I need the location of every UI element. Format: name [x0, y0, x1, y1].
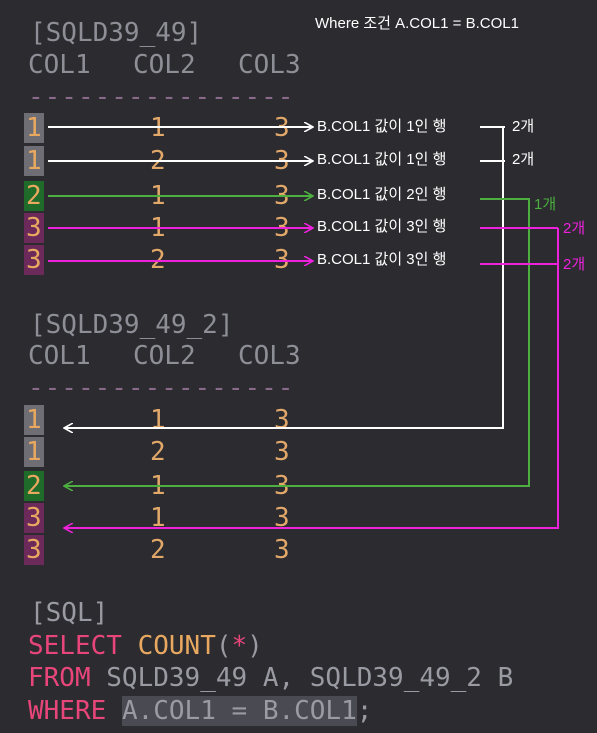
match-count: 2개 — [512, 151, 535, 168]
row-col3: 3 — [274, 503, 290, 533]
sql-paren: ) — [247, 631, 263, 661]
sql-tables: SQLD39_49 A, SQLD39_49_2 B — [106, 663, 514, 693]
match-count: 2개 — [563, 220, 586, 237]
row-key-badge: 3 — [24, 535, 44, 565]
match-count: 2개 — [563, 256, 586, 273]
row-col3: 3 — [274, 535, 290, 565]
table1-header-col1: COL1 — [28, 50, 91, 80]
match-annotation: B.COL1 값이 1인 행 — [317, 151, 447, 168]
match-count: 2개 — [512, 118, 535, 135]
table2-name: [SQLD39_49_2] — [30, 310, 234, 340]
row-col3: 3 — [274, 437, 290, 467]
row-key-badge: 3 — [24, 245, 44, 275]
row-key-badge: 2 — [24, 181, 44, 211]
row-col2: 2 — [150, 437, 166, 467]
table1-name: [SQLD39_49] — [30, 18, 203, 48]
row-key-badge: 3 — [24, 213, 44, 243]
sql-label: [SQL] — [30, 598, 109, 628]
sql-condition: A.COL1 = B.COL1 — [121, 696, 357, 726]
table2-divider: ---------------- — [28, 373, 295, 403]
table1-header-col3: COL3 — [238, 50, 301, 80]
sql-paren: ( — [215, 631, 232, 661]
sql-semicolon: ; — [356, 696, 373, 726]
diagram-title: Where 조건 A.COL1 = B.COL1 — [315, 15, 519, 32]
row-col2: 2 — [150, 535, 166, 565]
match-annotation: B.COL1 값이 1인 행 — [317, 118, 447, 135]
match-count: 1개 — [534, 196, 557, 213]
match-annotation: B.COL1 값이 3인 행 — [317, 251, 447, 268]
sql-where-line: WHERE A.COL1 = B.COL1; — [28, 696, 372, 726]
table2-header-col2: COL2 — [133, 341, 196, 371]
white-return-path — [64, 127, 504, 428]
row-key-badge: 1 — [24, 405, 44, 435]
table2-header-col3: COL3 — [238, 341, 301, 371]
sql-select-line: SELECT COUNT(*) — [28, 631, 263, 661]
sql-keyword: SELECT — [28, 631, 122, 661]
row-key-badge: 1 — [24, 113, 44, 143]
match-annotation: B.COL1 값이 2인 행 — [317, 186, 447, 203]
row-key-badge: 2 — [24, 471, 44, 501]
sql-keyword: WHERE — [28, 696, 107, 726]
match-annotation: B.COL1 값이 3인 행 — [317, 218, 447, 235]
table2-header-col1: COL1 — [28, 341, 91, 371]
table1-divider: ---------------- — [28, 82, 295, 112]
sql-star: * — [231, 631, 248, 661]
green-return-path — [64, 198, 530, 486]
sql-from-line: FROM SQLD39_49 A, SQLD39_49_2 B — [28, 663, 513, 693]
row-col2: 1 — [150, 503, 166, 533]
sql-function: COUNT — [137, 631, 216, 661]
row-key-badge: 1 — [24, 437, 44, 467]
magenta-return-path — [64, 228, 559, 528]
row-key-badge: 1 — [24, 146, 44, 176]
row-key-badge: 3 — [24, 503, 44, 533]
table1-header-col2: COL2 — [133, 50, 196, 80]
sql-keyword: FROM — [28, 663, 91, 693]
